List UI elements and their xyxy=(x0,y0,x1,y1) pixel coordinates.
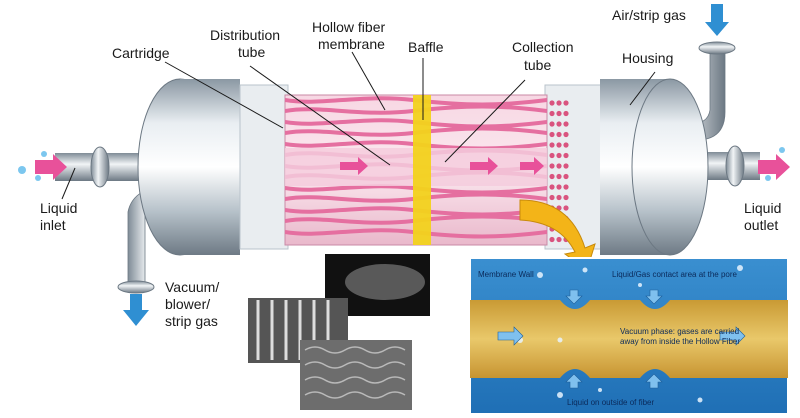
cartridge-body xyxy=(284,94,569,246)
liquid-outlet-arrow xyxy=(758,147,790,181)
collection-tube-label-2: tube xyxy=(524,57,551,73)
vacuum-label-1: Vacuum/ xyxy=(165,279,219,295)
gas-inlet-arrow xyxy=(705,4,729,36)
liquid-outlet-label-1: Liquid xyxy=(744,200,781,216)
right-end-cap xyxy=(544,78,709,256)
fiber-end xyxy=(549,110,555,117)
fiber-end xyxy=(563,184,569,190)
fiber-end xyxy=(563,163,569,169)
pore-inset: Membrane Wall Liquid/Gas contact area at… xyxy=(469,257,789,415)
fiber-end xyxy=(556,131,562,138)
vacuum-pipe xyxy=(117,183,176,294)
fiber-end xyxy=(556,152,562,159)
leader-lines xyxy=(61,51,656,200)
liquid-outlet-label-2: outlet xyxy=(744,217,778,233)
fiber-end xyxy=(563,142,569,148)
fiber-end xyxy=(563,121,569,127)
contact-area-label: Liquid/Gas contact area at the pore xyxy=(612,270,738,279)
internal-flow-arrows xyxy=(340,157,544,175)
vacuum-outlet-arrow xyxy=(123,294,149,326)
fiber-end xyxy=(563,205,569,211)
vacuum-label-2: blower/ xyxy=(165,296,210,312)
baffle-label: Baffle xyxy=(408,39,444,55)
fiber-end xyxy=(563,194,569,201)
fiber-end xyxy=(549,100,555,106)
fiber-end xyxy=(556,110,562,117)
fiber-end xyxy=(556,184,562,190)
liquid-inlet-arrow xyxy=(18,151,67,181)
fiber-end xyxy=(556,173,562,180)
liquid-inlet-label-1: Liquid xyxy=(40,200,77,216)
vacuum-label-3: strip gas xyxy=(165,313,218,329)
fiber-end xyxy=(563,173,569,180)
distribution-tube-label-1: Distribution xyxy=(210,27,280,43)
fiber-end xyxy=(556,100,562,106)
distribution-tube-label-2: tube xyxy=(238,44,265,60)
fiber-end xyxy=(549,142,555,148)
membrane-wall-label: Membrane Wall xyxy=(478,270,534,279)
fiber-end xyxy=(563,100,569,106)
air-strip-gas-label: Air/strip gas xyxy=(612,7,686,23)
liquid-inlet-label-2: inlet xyxy=(40,217,66,233)
membrane-wall xyxy=(470,300,788,378)
fiber-end xyxy=(549,194,555,201)
fiber-end xyxy=(563,110,569,117)
fiber-end xyxy=(556,194,562,201)
hollow-fiber-label-2: membrane xyxy=(318,36,385,52)
diffusion-arrows xyxy=(497,289,746,389)
fiber-end xyxy=(549,152,555,159)
fiber-end xyxy=(549,121,555,127)
hollow-fiber-label-1: Hollow fiber xyxy=(312,19,385,35)
baffle xyxy=(413,95,431,245)
fiber-end xyxy=(549,236,555,243)
fiber-end xyxy=(549,163,555,169)
fiber-end xyxy=(563,131,569,138)
fiber-end xyxy=(563,152,569,159)
collection-tube-label-1: Collection xyxy=(512,39,573,55)
fiber-end xyxy=(549,173,555,180)
vacuum-phase-line-1: Vacuum phase: gases are carried xyxy=(620,327,739,336)
fiber-end xyxy=(556,142,562,148)
housing-label: Housing xyxy=(622,50,673,66)
fiber-end xyxy=(549,184,555,190)
vacuum-phase-line-2: away from inside the Hollow Fiber xyxy=(620,337,740,346)
cartridge-label: Cartridge xyxy=(112,45,170,61)
liquid-outside-label: Liquid on outside of fiber xyxy=(567,398,655,407)
fiber-end xyxy=(556,236,562,243)
fiber-end xyxy=(556,163,562,169)
fiber-end xyxy=(549,131,555,138)
left-end-cap xyxy=(137,78,289,256)
fiber-end xyxy=(556,121,562,127)
gas-bubbles xyxy=(517,265,743,403)
labels: Cartridge Distribution tube Hollow fiber… xyxy=(40,7,781,329)
sem-micrographs xyxy=(248,254,430,410)
